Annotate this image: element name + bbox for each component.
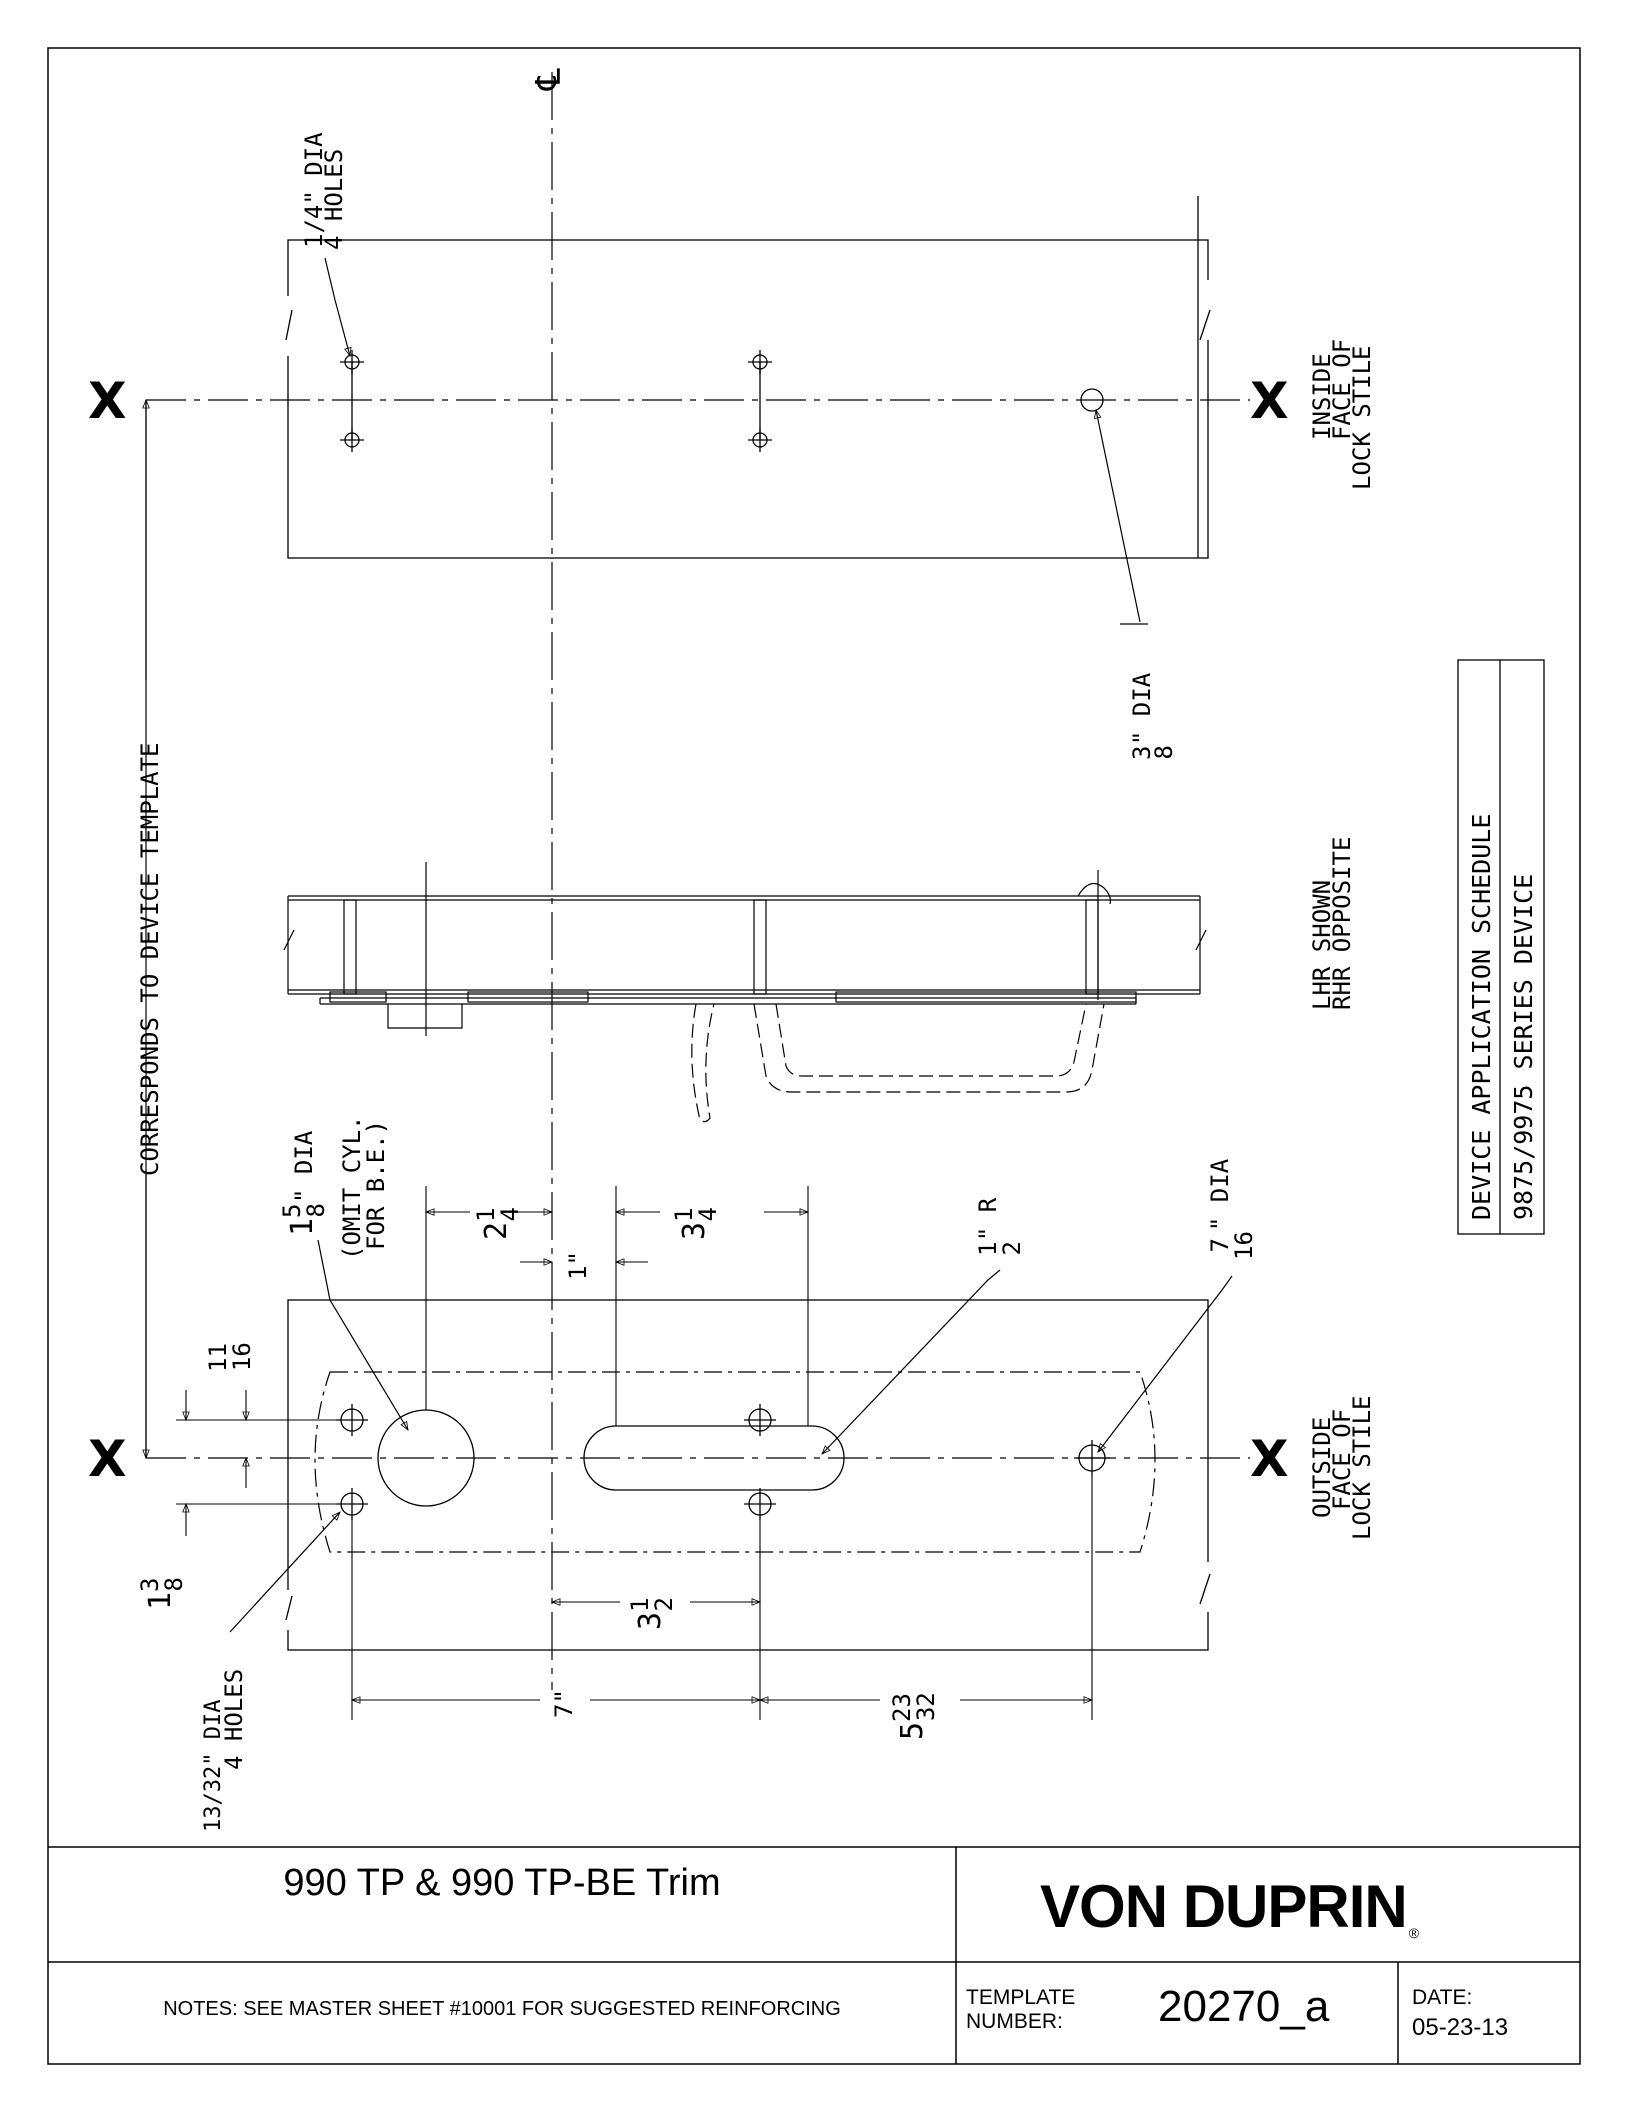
brand-logo: VON DUPRIN® — [1040, 1872, 1520, 1941]
half-num: 1 — [974, 1242, 1002, 1256]
dim-3q-whole: 3 — [677, 1222, 712, 1240]
outside-leaders — [229, 1239, 1233, 1633]
template-label-line1: TEMPLATE — [966, 1986, 1076, 2009]
schedule-line1: DEVICE APPLICATION SCHEDULE — [1467, 814, 1496, 1220]
eleven16-den: 16 — [228, 1342, 256, 1371]
template-number: 20270_a — [1158, 1982, 1330, 2031]
cyl-num: 5 — [278, 1203, 306, 1217]
bottom-holes-label: 13/32" DIA — [201, 1700, 226, 1832]
registered-mark: ® — [1408, 1925, 1419, 1941]
drawing-title: 990 TP & 990 TP-BE Trim — [283, 1862, 721, 1904]
top-holes-dia: DIA — [300, 132, 328, 176]
dim-5-den: 32 — [912, 1692, 940, 1721]
seven16-suffix: " DIA — [1206, 1158, 1234, 1231]
seven16-den: 16 — [1230, 1231, 1258, 1260]
template-label-line2: NUMBER: — [966, 2010, 1063, 2033]
half-radius: 12" R — [974, 1197, 1026, 1256]
seven16-dia: 716" DIA — [1206, 1158, 1258, 1260]
cyl-suffix: " DIA — [290, 1130, 318, 1203]
eleven16: 1116 — [204, 1342, 256, 1372]
dim-7in: 7" — [550, 1689, 578, 1718]
centerline-symbol: ℄ — [529, 68, 569, 91]
lhr-shown: LHR SHOWN — [1308, 880, 1336, 1010]
brand-name: VON DUPRIN — [1040, 1873, 1408, 1940]
corresponds-label: CORRESPONDS TO DEVICE TEMPLATE — [136, 743, 164, 1176]
inside-face-3: LOCK STILE — [1348, 346, 1376, 491]
x-mark-outside-right: X — [1250, 1430, 1289, 1488]
date-value: 05-23-13 — [1412, 2014, 1509, 2041]
dim-2q: 214 — [472, 1207, 524, 1240]
dim-5-num: 23 — [888, 1693, 916, 1722]
notes-text: NOTES: SEE MASTER SHEET #10001 FOR SUGGE… — [163, 1998, 841, 2020]
one38-den: 8 — [160, 1577, 188, 1591]
seven16-num: 7 — [1206, 1238, 1234, 1252]
outside-plate — [285, 1299, 1211, 1651]
dim-3h-den: 2 — [650, 1597, 678, 1611]
dim-3h: 312 — [626, 1597, 678, 1630]
dim-3q-den: 4 — [694, 1207, 722, 1221]
inside-face-1: INSIDE — [1308, 353, 1336, 440]
three-eighths-den: 8 — [1150, 745, 1178, 759]
dim-2q-whole: 2 — [479, 1222, 514, 1240]
top-holes-count: 4 HOLES — [320, 149, 348, 250]
three-eighths-dia: 38" DIA — [1128, 672, 1178, 760]
schedule-box — [1457, 659, 1545, 1235]
dimension-lines — [182, 1208, 1094, 1704]
sheet-frame — [47, 47, 1581, 2065]
one38-num: 3 — [136, 1577, 164, 1591]
x-mark-inside-right: X — [1250, 372, 1289, 430]
three-eighths-suffix: " DIA — [1128, 672, 1156, 745]
top-holes-frac: 1/4" — [300, 190, 328, 248]
half-suffix: " R — [974, 1197, 1002, 1241]
outside-holes — [336, 1404, 1110, 1520]
half-den: 2 — [998, 1241, 1026, 1255]
cyl-den: 8 — [302, 1203, 330, 1217]
section-view — [283, 862, 1207, 1036]
x-mark-inside-left: X — [88, 372, 127, 430]
inside-holes — [340, 350, 1104, 452]
omit-cyl-2: FOR B.E.) — [362, 1120, 390, 1250]
dim-5: 52332 — [888, 1692, 940, 1740]
dim-3h-num: 1 — [626, 1597, 654, 1611]
eleven16-num: 11 — [204, 1343, 232, 1372]
bottom-holes-count: 4 HOLES — [220, 1669, 248, 1770]
lever-handle — [691, 1003, 1105, 1123]
escutcheon-outline — [314, 1371, 1156, 1553]
extension-lines — [176, 1186, 1093, 1720]
dim-1in: 1" — [564, 1251, 592, 1280]
inside-axis — [145, 399, 1250, 1458]
three-eighths-num: 3 — [1128, 746, 1156, 760]
outside-face-3: LOCK STILE — [1348, 1396, 1376, 1541]
omit-cyl-1: (OMIT CYL. — [338, 1116, 366, 1261]
x-mark-outside-left: X — [88, 1430, 127, 1488]
cyl-dia-label: 158" DIA — [278, 1130, 330, 1236]
one38-whole: 1 — [143, 1592, 178, 1610]
inside-leaders — [324, 257, 1148, 625]
dim-3q-num: 1 — [670, 1207, 698, 1221]
dim-5-whole: 5 — [895, 1722, 930, 1740]
date-label: DATE: — [1412, 1986, 1473, 2009]
bottom-holes-frac: 13/32" — [201, 1753, 226, 1832]
rhr-opposite: RHR OPPOSITE — [1328, 837, 1356, 1010]
top-holes-label: 1/4" DIA — [300, 132, 328, 248]
bottom-holes-dia: DIA — [201, 1700, 226, 1740]
outside-face-1: OUTSIDE — [1308, 1417, 1336, 1518]
inside-face-2: FACE OF — [1328, 339, 1356, 440]
dim-3h-whole: 3 — [633, 1612, 668, 1630]
schedule-line2: 9875/9975 SERIES DEVICE — [1509, 874, 1538, 1220]
inside-plate — [285, 196, 1211, 559]
cyl-whole: 1 — [285, 1218, 320, 1236]
outside-face-2: FACE OF — [1328, 1409, 1356, 1510]
dim-2q-den: 4 — [496, 1207, 524, 1221]
dim-3q: 314 — [670, 1207, 722, 1240]
one38: 138 — [136, 1577, 188, 1610]
dim-2q-num: 1 — [472, 1207, 500, 1221]
